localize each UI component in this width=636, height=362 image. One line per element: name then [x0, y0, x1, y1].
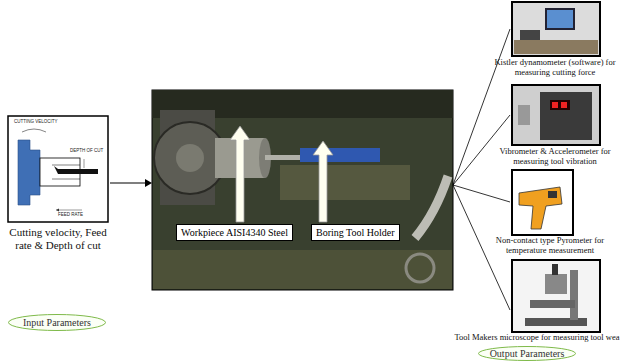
caption-text: Tool Makers microscope for measuring too… [440, 333, 634, 343]
microscope-eyepiece [552, 264, 558, 275]
amplifier [520, 30, 540, 40]
caption-text: Cutting velocity, Feed rate & Depth of c… [4, 226, 112, 251]
pyrometer [519, 187, 562, 229]
boring-bar [58, 169, 98, 174]
monitor [545, 8, 575, 30]
photo-frame [512, 2, 600, 56]
accelerometer [518, 105, 530, 125]
label-text: Boring Tool Holder [316, 226, 395, 239]
instrument-photo: Tool Makers microscope for measuring too… [440, 260, 634, 343]
fan-line [453, 185, 510, 202]
feed-arrow [56, 210, 82, 211]
carriage [280, 165, 410, 200]
ellipse-shape [479, 347, 576, 361]
caption-text: Non-contact type Pyrometer for temperatu… [488, 236, 612, 256]
pyrometer-screen [548, 191, 557, 198]
fan-line [453, 29, 510, 185]
caption-text: Vibrometer & Accelerometer for measuring… [486, 147, 624, 167]
vibrometer-body [540, 92, 592, 140]
boring-bar [265, 155, 305, 160]
label-text: Output Parameters [490, 348, 565, 360]
bore-line [52, 165, 80, 166]
dimension-line [84, 159, 85, 168]
annotation-label: FEED RATE [58, 213, 83, 218]
part-label-box: Boring Tool Holder [311, 224, 400, 241]
instrument-photo: Vibrometer & Accelerometer for measuring… [486, 85, 624, 167]
photo-frame [512, 170, 573, 235]
monitor-screen [547, 10, 573, 28]
coolant-hose [415, 176, 448, 238]
part-label-box: Workpiece AISI4340 Steel [176, 224, 293, 241]
flow-arrow-head [145, 179, 152, 187]
display-segment [552, 102, 558, 108]
annotation-label: CUTTING VELOCITY [14, 120, 58, 125]
flow-arrow [110, 182, 146, 183]
pointer-arrow [230, 126, 250, 222]
photo-frame [512, 85, 600, 145]
microscope-stage [530, 300, 575, 308]
chuck-center [176, 144, 204, 172]
instrument-photo: Non-contact type Pyrometer for temperatu… [488, 170, 612, 256]
lathe-photo [152, 90, 453, 290]
tool-tip [54, 166, 58, 174]
vibrometer-display [550, 100, 570, 110]
input-frame [8, 116, 108, 222]
input-sketch-box: Cutting velocity, Feed rate & Depth of c… [4, 116, 112, 251]
microscope-head [545, 274, 567, 294]
lathe-bed [153, 250, 452, 289]
instrument-photo: Kistler dynamometer (software) for measu… [483, 2, 627, 78]
handwheel [406, 254, 434, 282]
photo-frame [512, 260, 600, 332]
bore-line [52, 179, 80, 180]
label-text: Input Parameters [23, 317, 91, 329]
desk [514, 40, 598, 54]
fan-line [453, 185, 510, 310]
feed-arrow-head [56, 209, 59, 212]
annotation-label: DEPTH OF CUT [70, 149, 103, 154]
display-segment [561, 102, 567, 108]
parameter-ellipse: Output Parameters [478, 346, 576, 361]
pointer-arrow [313, 141, 333, 222]
microscope-column [570, 270, 578, 320]
tool-holder [300, 148, 380, 162]
label-text: Workpiece AISI4340 Steel [181, 226, 288, 239]
caption-text: Kistler dynamometer (software) for measu… [483, 58, 627, 78]
chuck-shape [18, 140, 40, 205]
rotation-arrow [22, 129, 46, 132]
parameter-ellipse: Input Parameters [8, 314, 106, 331]
ellipse-shape [9, 315, 106, 331]
